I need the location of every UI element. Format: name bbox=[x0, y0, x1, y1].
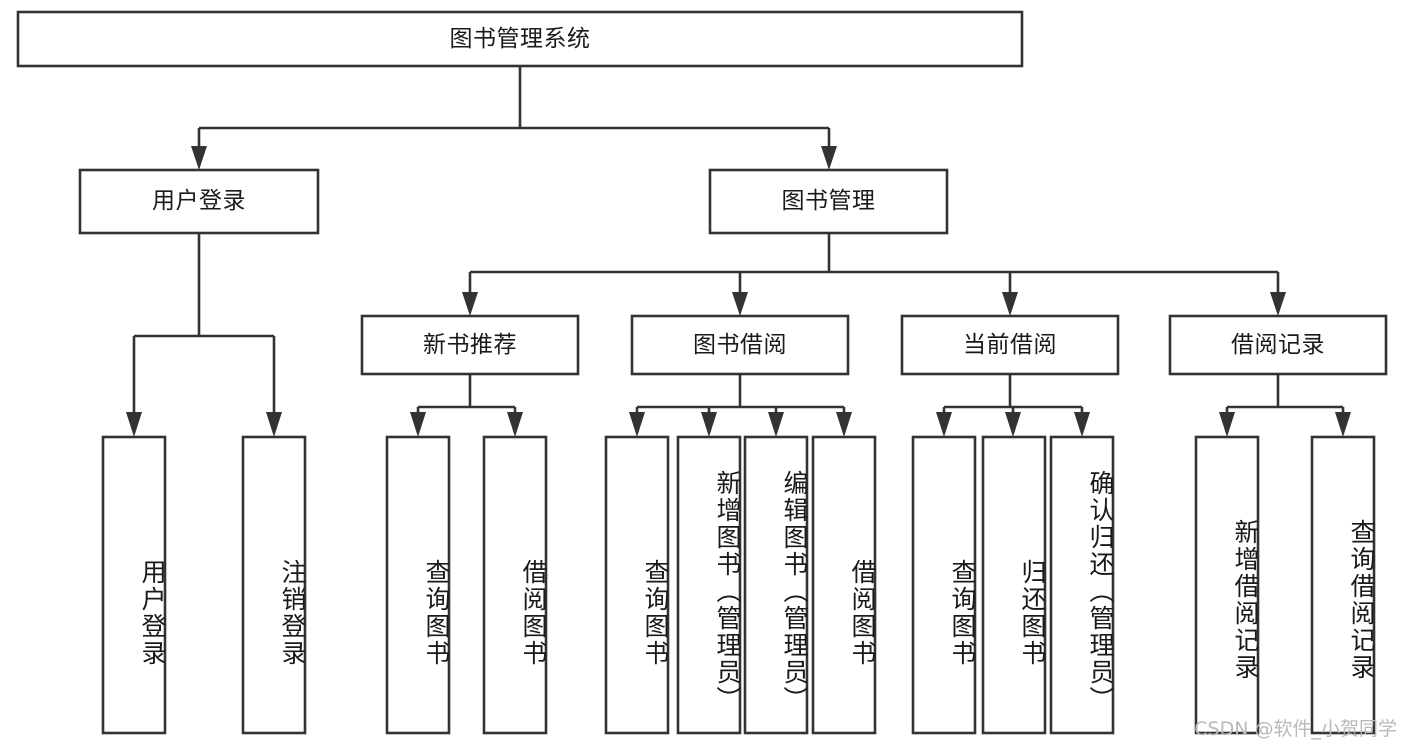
node-box-leaf-borrow-book[interactable] bbox=[811, 435, 877, 735]
node-box-leaf-borrow-book-rec[interactable] bbox=[482, 435, 548, 735]
node-box-leaf-add-book-admin[interactable] bbox=[676, 435, 742, 735]
node-box-leaf-query-book-rec[interactable] bbox=[385, 435, 451, 735]
node-box-leaf-query-book-borrow[interactable] bbox=[604, 435, 670, 735]
node-box-leaf-confirm-return-admin[interactable] bbox=[1049, 435, 1115, 735]
node-box-borrow-record[interactable] bbox=[1168, 314, 1388, 376]
connector-borrow-record-to-leaves bbox=[1219, 374, 1351, 437]
connector-root-to-level2 bbox=[191, 66, 837, 170]
connector-user-login-to-leaves bbox=[126, 233, 282, 437]
connector-book-borrow-to-leaves bbox=[629, 374, 852, 437]
node-box-current-borrow[interactable] bbox=[900, 314, 1120, 376]
connector-new-book-rec-to-leaves bbox=[410, 374, 523, 437]
node-box-leaf-user-login[interactable] bbox=[101, 435, 167, 735]
node-box-leaf-return-book[interactable] bbox=[981, 435, 1047, 735]
node-box-root[interactable] bbox=[16, 10, 1024, 68]
node-box-leaf-add-borrow-record[interactable] bbox=[1194, 435, 1260, 735]
node-box-new-book-rec[interactable] bbox=[360, 314, 580, 376]
node-box-book-manage[interactable] bbox=[708, 168, 949, 235]
connector-current-borrow-to-leaves bbox=[936, 374, 1090, 437]
node-box-leaf-query-book-current[interactable] bbox=[911, 435, 977, 735]
node-box-book-borrow[interactable] bbox=[630, 314, 850, 376]
node-box-leaf-query-borrow-record[interactable] bbox=[1310, 435, 1376, 735]
node-box-user-login[interactable] bbox=[78, 168, 320, 235]
node-box-leaf-user-logout[interactable] bbox=[241, 435, 307, 735]
connector-book-manage-to-level3 bbox=[462, 233, 1286, 316]
node-box-leaf-edit-book-admin[interactable] bbox=[743, 435, 809, 735]
